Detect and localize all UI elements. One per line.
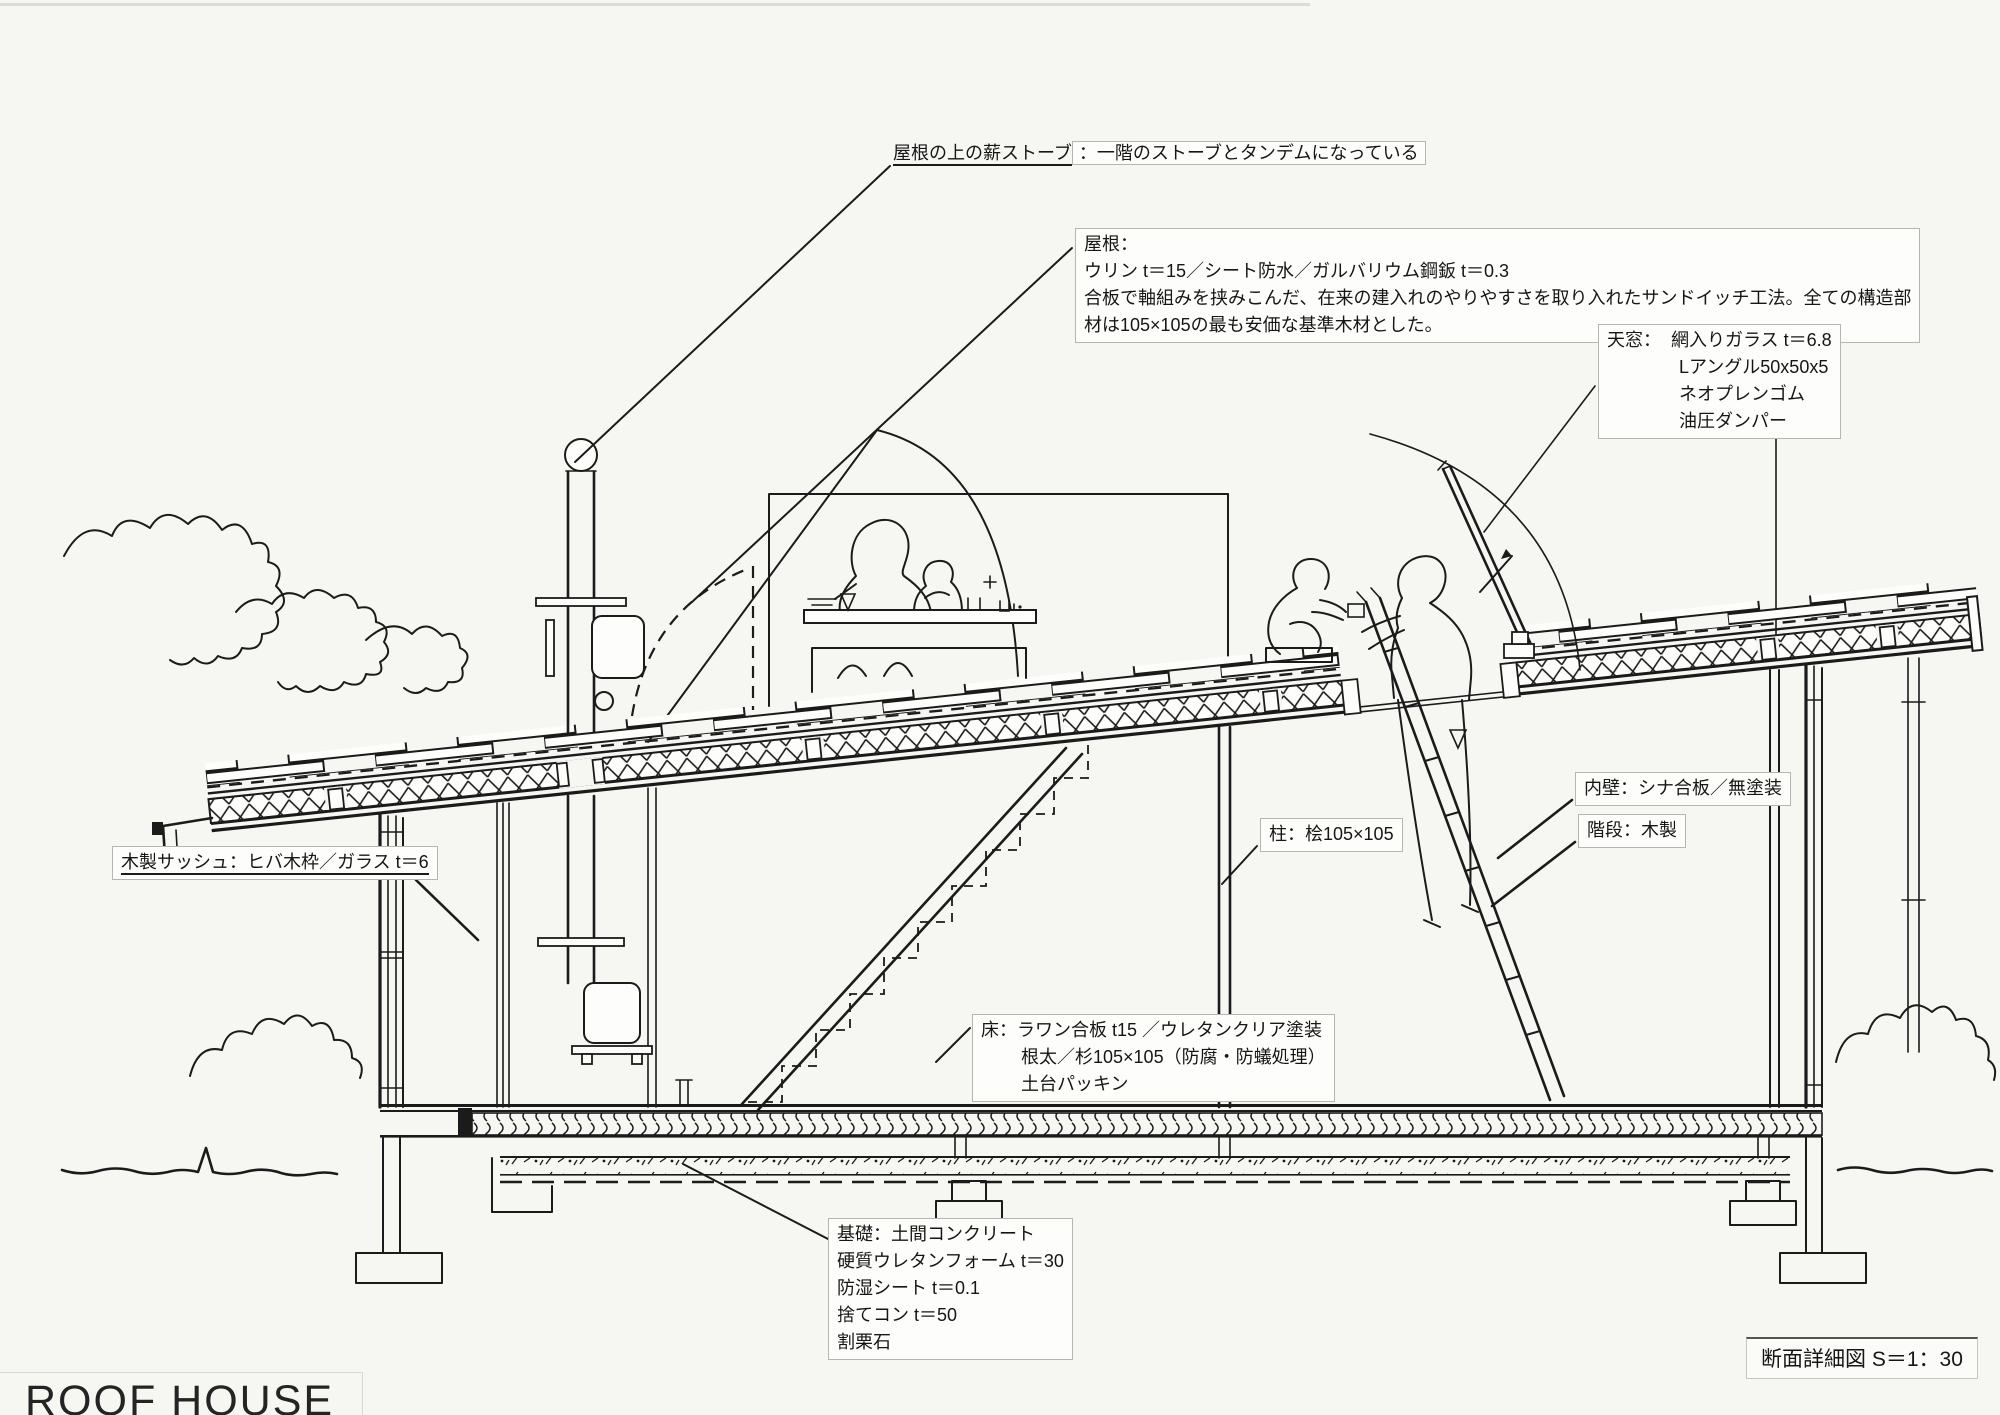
floor bbox=[380, 1104, 1823, 1159]
interior-stove bbox=[571, 982, 653, 1065]
label-rooftop-stove-body: ：一階のストーブとタンデムになっている bbox=[1071, 141, 1426, 165]
roof-spec-head: 屋根： bbox=[1084, 234, 1138, 254]
label-rooftop-stove-head: 屋根の上の薪ストーブ bbox=[893, 143, 1072, 166]
floor-line3: 土台パッキン bbox=[1021, 1074, 1129, 1094]
people-at-counter bbox=[834, 518, 963, 613]
column-text: 柱：桧105×105 bbox=[1269, 824, 1394, 844]
ladder bbox=[1356, 587, 1566, 1102]
roof-spec-line3: 材は105×105の最も安価な基準木材とした。 bbox=[1084, 315, 1443, 335]
label-rooftop-stove: 屋根の上の薪ストーブ：一階のストーブとタンデムになっている bbox=[893, 140, 1426, 167]
rooftop-counter bbox=[803, 575, 1037, 693]
roof-spec-line1: ウリン t＝15／シート防水／ガルバリウム鋼鈑 t＝0.3 bbox=[1084, 261, 1510, 281]
project-logo: ROOF HOUSE bbox=[0, 1372, 364, 1415]
stairs bbox=[675, 745, 1089, 1112]
skylight bbox=[1369, 433, 1581, 671]
foundation-line5: 割栗石 bbox=[837, 1332, 891, 1352]
bush-left bbox=[189, 1014, 363, 1079]
ground-line bbox=[60, 1146, 1994, 1177]
leader-lines bbox=[414, 165, 1596, 1241]
skylight-line3: ネオプレンゴム bbox=[1679, 384, 1805, 404]
wall-footings bbox=[355, 1137, 1867, 1284]
foundation-slab bbox=[491, 1156, 1797, 1226]
skylight-prefix: 天窓： bbox=[1607, 330, 1661, 350]
label-skylight-spec: 天窓： 網入りガラス t＝6.8 Lアングル50x50x5 ネオプレンゴム 油圧… bbox=[1598, 324, 1841, 439]
label-wood-sash: 木製サッシュ：ヒバ木枠／ガラス t＝6 bbox=[112, 846, 438, 880]
stairs-text: 階段：木製 bbox=[1587, 820, 1677, 840]
rooftop-stove bbox=[591, 615, 645, 711]
label-roof-spec: 屋根： ウリン t＝15／シート防水／ガルバリウム鋼鈑 t＝0.3 合板で軸組み… bbox=[1075, 228, 1921, 343]
foundation-line3: 防湿シート t＝0.1 bbox=[837, 1278, 981, 1298]
skylight-line4: 油圧ダンパー bbox=[1679, 411, 1787, 431]
skylight-line2: Lアングル50x50x5 bbox=[1679, 357, 1829, 377]
backdrop-panel bbox=[768, 493, 1229, 707]
roof-studs bbox=[323, 623, 1900, 811]
foundation-line1: 基礎：土間コンクリート bbox=[837, 1224, 1035, 1244]
roof bbox=[204, 578, 1984, 833]
interior-wall-text: 内壁：シナ合板／無塗装 bbox=[1584, 778, 1782, 798]
people-on-roof bbox=[1265, 555, 1479, 928]
roof-edge-cap bbox=[1965, 595, 1984, 652]
tree-left bbox=[63, 514, 469, 694]
label-stairs: 階段：木製 bbox=[1578, 814, 1686, 848]
label-foundation-spec: 基礎：土間コンクリート 硬質ウレタンフォーム t＝30 防湿シート t＝0.1 … bbox=[828, 1218, 1073, 1360]
bush-right bbox=[1835, 1004, 1997, 1081]
right-columns bbox=[1769, 669, 1780, 1108]
foundation-line2: 硬質ウレタンフォーム t＝30 bbox=[837, 1251, 1064, 1271]
scan-artifact bbox=[0, 3, 1310, 6]
floor-line2: 根太／杉105×105（防腐・防蟻処理） bbox=[1021, 1047, 1326, 1067]
roof-deck-boards bbox=[204, 578, 1978, 787]
chimney bbox=[535, 438, 627, 985]
drawing-scale-title: 断面詳細図 S＝1：30 bbox=[1746, 1337, 1978, 1379]
label-floor-spec: 床：ラワン合板 t15 ／ウレタンクリア塗装 根太／杉105×105（防腐・防蟻… bbox=[972, 1014, 1335, 1102]
label-interior-wall: 内壁：シナ合板／無塗装 bbox=[1575, 772, 1791, 806]
right-wall bbox=[1804, 664, 1823, 1109]
foundation-line4: 捨てコン t＝50 bbox=[837, 1305, 958, 1325]
label-column: 柱：桧105×105 bbox=[1260, 818, 1403, 852]
floor-line1: 床：ラワン合板 t15 ／ウレタンクリア塗装 bbox=[981, 1020, 1323, 1040]
downspout bbox=[1901, 657, 1926, 1053]
roof-hatch-opening bbox=[1337, 624, 1521, 717]
wood-sash-text: 木製サッシュ：ヒバ木枠／ガラス t＝6 bbox=[121, 852, 429, 875]
roof-spec-line2: 合板で軸組みを挟みこんだ、在来の建入れのやりやすさを取り入れたサンドイッチ工法。… bbox=[1084, 288, 1912, 308]
skylight-line1: 網入りガラス t＝6.8 bbox=[1671, 330, 1832, 350]
